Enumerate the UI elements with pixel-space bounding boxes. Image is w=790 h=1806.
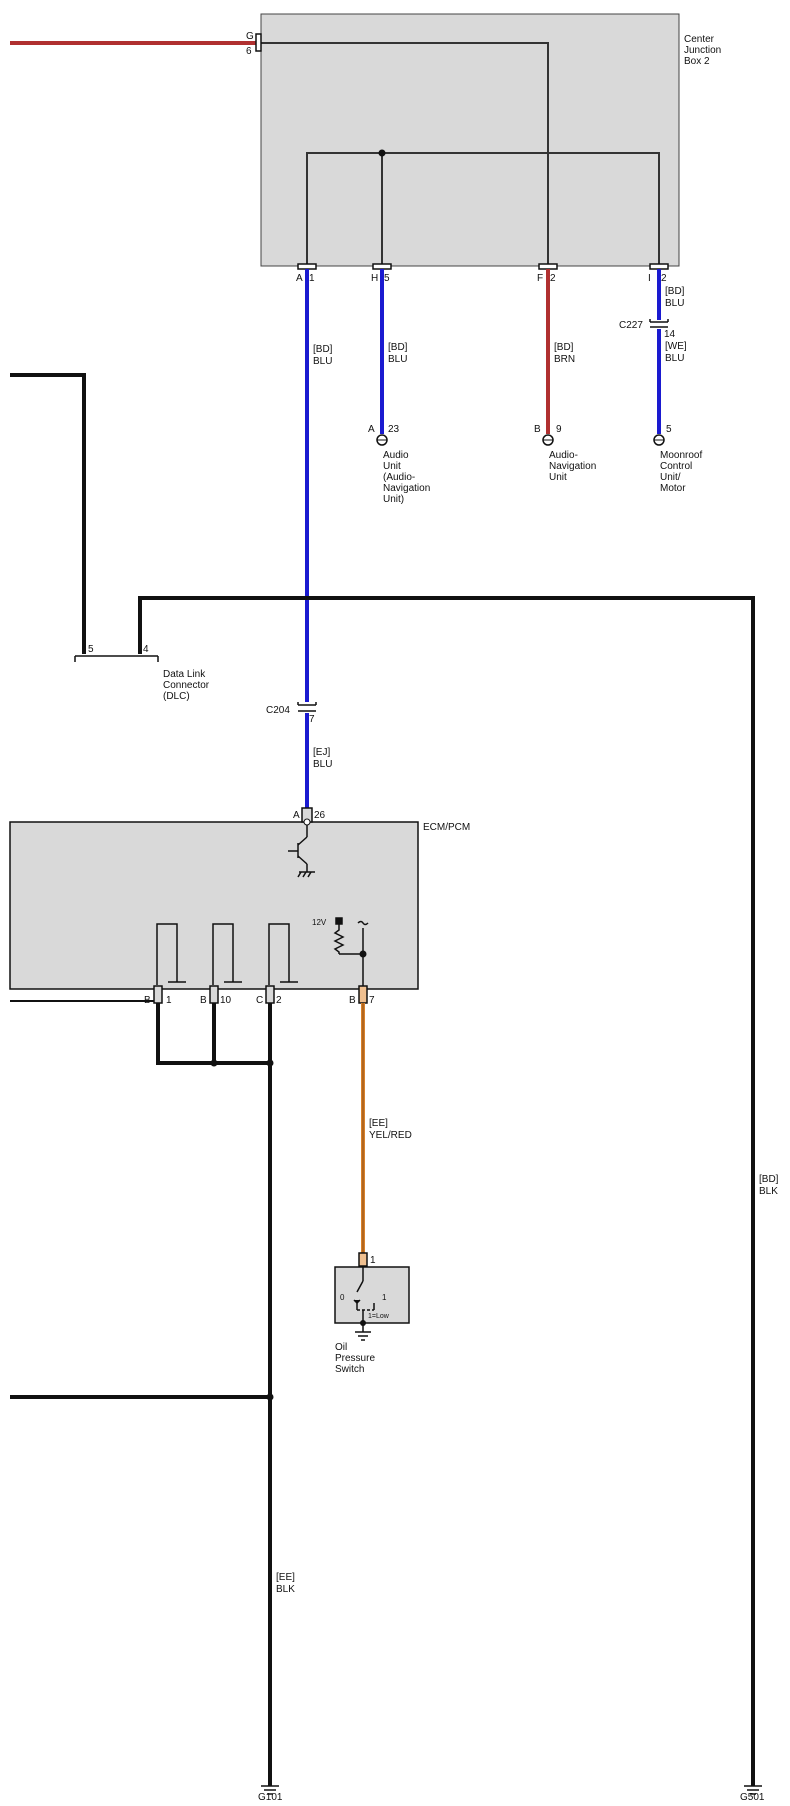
wire-ground-right-code: [BD]	[759, 1174, 779, 1185]
junction-box-internal-wiring	[261, 42, 660, 266]
ecm-internal-grounds	[156, 923, 298, 985]
pin-h5-number: 5	[384, 273, 390, 284]
oil-switch-state0: 0	[340, 1293, 345, 1302]
wire-a1-code: [BD]	[313, 344, 333, 355]
ecm-voltage-label: 12V	[312, 918, 327, 927]
dlc-pin-5: 5	[88, 644, 94, 655]
connector-g6-terminal	[255, 33, 262, 52]
audio-unit-pin: 23	[388, 424, 400, 435]
audio-nav-pin: 9	[556, 424, 562, 435]
ground-splice-3	[266, 1393, 274, 1401]
oil-switch-label: Oil Pressure Switch	[335, 1342, 378, 1375]
ground-g501-icon	[744, 1785, 762, 1795]
dlc-connector	[74, 655, 159, 662]
ecm-pcm-label: ECM/PCM	[423, 822, 470, 833]
wire-oil-color: YEL/RED	[369, 1130, 412, 1141]
ecm-splice	[359, 950, 367, 958]
wire-f2-code: [BD]	[554, 342, 574, 353]
connector-c227-pin: 14	[664, 329, 676, 340]
wire-ecm-code: [EJ]	[313, 747, 330, 758]
center-junction-box	[260, 13, 680, 267]
ecm-pin-b1-number: 1	[166, 995, 172, 1006]
wire-i2-upper-color: BLU	[665, 298, 684, 309]
audio-unit-label: Audio Unit (Audio- Navigation Unit)	[383, 450, 433, 505]
ground-g101-icon	[261, 1785, 279, 1795]
wire-oil-code: [EE]	[369, 1118, 388, 1129]
oil-switch-pin: 1	[370, 1255, 376, 1266]
wire-f2-color: BRN	[554, 354, 575, 365]
wire-h5-code: [BD]	[388, 342, 408, 353]
ground-g101-label: G101	[258, 1792, 283, 1803]
oil-switch-legend: 1=Low	[368, 1313, 390, 1320]
oil-switch-icon	[353, 1267, 375, 1341]
wire-ground-right-color: BLK	[759, 1186, 778, 1197]
wire-black-dlc-pin4[interactable]	[138, 596, 755, 1786]
ecm-pin-a26-connector: A	[293, 810, 300, 821]
pin-h5-connector: H	[371, 273, 378, 284]
wire-i2-lower-color: BLU	[665, 353, 684, 364]
dlc-pin-4: 4	[143, 644, 149, 655]
pin-f2-connector: F	[537, 273, 543, 284]
ground-splice-2	[266, 1059, 274, 1067]
moonroof-label: Moonroof Control Unit/ Motor	[660, 450, 705, 494]
wire-i2-upper-code: [BD]	[665, 286, 685, 297]
oil-switch-splice	[360, 1320, 366, 1326]
pin-g6-number: 6	[246, 46, 252, 57]
ecm-pin-b7-terminal	[358, 985, 368, 1004]
audio-unit-connector: A	[368, 424, 375, 435]
ecm-pin-b10-number: 10	[220, 995, 232, 1006]
wire-ground-left-code: [EE]	[276, 1572, 295, 1583]
pin-f2-number: 2	[550, 273, 556, 284]
dlc-label: Data Link Connector (DLC)	[163, 669, 212, 702]
ecm-pcm-box	[9, 821, 419, 990]
connector-c227	[649, 319, 669, 328]
oil-switch-state1: 1	[382, 1293, 387, 1302]
connector-c204	[297, 702, 317, 712]
wire-ground-left-color: BLK	[276, 1584, 295, 1595]
pin-i2-number: 2	[661, 273, 667, 284]
ecm-pin-b10-connector: B	[200, 995, 207, 1006]
wire-black-ecm-grounds[interactable]	[156, 1003, 272, 1786]
wire-a1-color: BLU	[313, 356, 332, 367]
connector-c227-name: C227	[619, 320, 643, 331]
moonroof-pin: 5	[666, 424, 672, 435]
audio-nav-connector: B	[534, 424, 541, 435]
ecm-pin-a26-number: 26	[314, 810, 326, 821]
wire-h5-color: BLU	[388, 354, 407, 365]
ecm-pin-c2-connector: C	[256, 995, 263, 1006]
pin-a1-connector: A	[296, 273, 303, 284]
pin-g6-connector: G	[246, 31, 254, 42]
junction-box-label: Center Junction Box 2	[684, 34, 724, 67]
ecm-pin-b7-connector: B	[349, 995, 356, 1006]
ecm-transistor-icon	[288, 825, 315, 878]
ecm-pin-c2-number: 2	[276, 995, 282, 1006]
audio-nav-label: Audio- Navigation Unit	[549, 450, 599, 483]
oil-switch-terminal	[358, 1252, 368, 1267]
wire-black-dlc-pin5[interactable]	[10, 373, 86, 654]
wire-i2-lower-code: [WE]	[665, 341, 687, 352]
pin-i2-connector: I	[648, 273, 651, 284]
connector-c204-name: C204	[266, 705, 290, 716]
ground-splice-1	[210, 1059, 218, 1067]
pin-a1-number: 1	[309, 273, 315, 284]
ground-g501-label: G501	[740, 1792, 765, 1803]
oil-switch-box	[334, 1266, 410, 1324]
junction-box-splice	[378, 149, 386, 157]
connector-c204-pin: 7	[309, 714, 315, 725]
ecm-pin-b7-number: 7	[369, 995, 375, 1006]
wire-ecm-color: BLU	[313, 759, 332, 770]
